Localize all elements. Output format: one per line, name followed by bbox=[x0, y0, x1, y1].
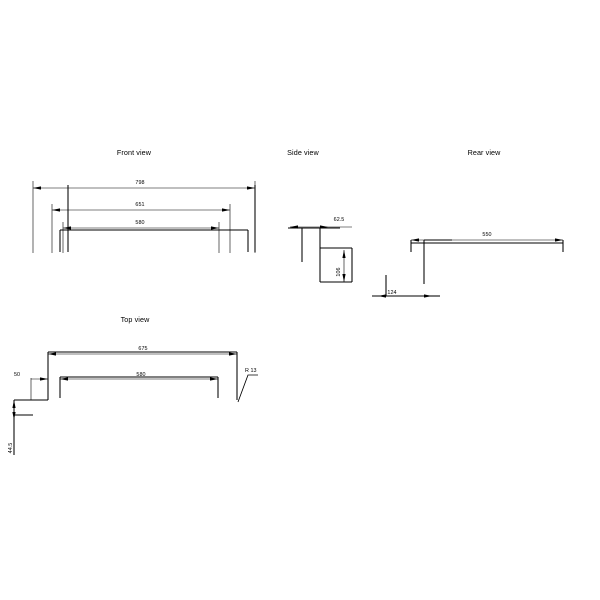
front-dim-label-798: 798 bbox=[135, 180, 144, 186]
top-dim-label-580: 580 bbox=[136, 372, 145, 378]
side-view-title: Side view bbox=[287, 148, 319, 157]
front-dim-651: 651 bbox=[51, 202, 231, 253]
top-dim-label-50: 50 bbox=[14, 372, 20, 378]
top-arrow-left-675 bbox=[48, 352, 56, 356]
top-dim-50: 50 bbox=[14, 372, 48, 400]
side-arrow-right-124 bbox=[424, 294, 432, 298]
rear-arrow-left-550 bbox=[411, 238, 419, 242]
top-dim-44-5: 44.5 bbox=[8, 400, 16, 455]
top-arrow-bottom-44-5 bbox=[12, 412, 16, 420]
side-arrow-bottom-106 bbox=[342, 274, 346, 282]
side-arrow-right-62-5 bbox=[320, 225, 328, 229]
front-arrow-left-651 bbox=[52, 208, 60, 212]
rear-arrow-right-550 bbox=[555, 238, 563, 242]
front-arrow-left-798 bbox=[33, 186, 41, 190]
top-arrow-top-44-5 bbox=[12, 400, 16, 408]
side-arrow-left-124 bbox=[378, 294, 386, 298]
side-dim-label-124: 124 bbox=[387, 290, 396, 296]
top-dim-label-44-5: 44.5 bbox=[8, 443, 14, 454]
top-dim-label-675: 675 bbox=[138, 346, 147, 352]
rear-view-title: Rear view bbox=[468, 148, 502, 157]
front-dim-label-580: 580 bbox=[135, 220, 144, 226]
front-arrow-right-798 bbox=[247, 186, 255, 190]
top-arrow-right-675 bbox=[229, 352, 237, 356]
rear-view: Rear view 550 bbox=[410, 148, 564, 252]
top-dim-580: 580 bbox=[60, 372, 218, 381]
top-dim-675: 675 bbox=[48, 346, 237, 356]
front-view: Front view 798 bbox=[32, 148, 256, 253]
rear-dim-550: 550 bbox=[411, 232, 563, 242]
front-arrow-left-580 bbox=[63, 226, 71, 230]
front-dim-580: 580 bbox=[62, 220, 220, 253]
front-dim-798: 798 bbox=[32, 180, 256, 253]
side-dim-106: 106 bbox=[336, 250, 346, 282]
top-view-title: Top view bbox=[121, 315, 150, 324]
top-arrow-left-580 bbox=[60, 377, 68, 381]
side-dim-label-62-5: 62.5 bbox=[334, 217, 345, 223]
top-arrow-50 bbox=[40, 377, 48, 381]
radius-leader-line bbox=[237, 374, 258, 403]
rear-dim-label-550: 550 bbox=[482, 232, 491, 238]
front-dim-label-651: 651 bbox=[135, 202, 144, 208]
top-view: Top view 675 580 bbox=[8, 315, 258, 455]
side-dim-62-5: 62.5 bbox=[290, 217, 352, 229]
radius-callout-label: R 13 bbox=[245, 368, 257, 374]
side-dim-label-106: 106 bbox=[336, 267, 342, 276]
side-dim-124: 124 bbox=[372, 290, 440, 298]
side-arrow-left-62-5 bbox=[290, 225, 298, 229]
front-view-title: Front view bbox=[117, 148, 152, 157]
side-view: Side view 62.5 106 bbox=[287, 148, 452, 298]
side-arrow-top-106 bbox=[342, 250, 346, 258]
front-arrow-right-651 bbox=[222, 208, 230, 212]
radius-callout: R 13 bbox=[237, 368, 258, 403]
front-arrow-right-580 bbox=[211, 226, 219, 230]
top-arrow-right-580 bbox=[210, 377, 218, 381]
